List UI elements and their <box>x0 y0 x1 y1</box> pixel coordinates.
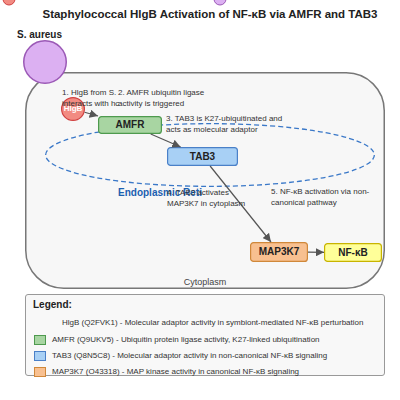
node-label: NF-κB <box>324 243 382 262</box>
legend-label: MAP3K7 (O43318) - MAP kinase activity in… <box>52 366 382 378</box>
legend-row: TAB3 (Q8N5C8) - Molecular adaptor activi… <box>0 350 400 362</box>
decor-circle <box>3 0 15 5</box>
decor-circle <box>214 0 226 5</box>
output-box: NF-κB <box>324 243 382 262</box>
diagram-title: Staphylococcal HlgB Activation of NF-κB … <box>10 7 400 21</box>
legend-row: HlgB (Q2FVK1) - Molecular adaptor activi… <box>0 317 400 329</box>
legend-swatch <box>34 351 46 361</box>
protein-box: TAB3 <box>167 147 238 166</box>
step-label: 2. AMFR ubiquitin ligase activity is tri… <box>118 87 220 109</box>
shape-outline <box>325 244 382 262</box>
shape-outline <box>24 41 67 84</box>
legend-swatch <box>34 335 46 345</box>
node-label: S. aureus <box>17 29 87 41</box>
legend-swatch <box>34 367 46 377</box>
shape-outline <box>251 243 308 262</box>
protein-box: AMFR <box>98 116 162 134</box>
bacterium-circle: S. aureus <box>23 40 67 84</box>
legend-row: MAP3K7 (O43318) - MAP kinase activity in… <box>0 366 400 378</box>
legend-label: AMFR (Q9UKV5) - Ubiquitin protein ligase… <box>52 334 382 346</box>
step-label: 5. NF-κB activation via non-canonical pa… <box>271 186 371 208</box>
node-label: Cytoplasm <box>25 277 385 288</box>
protein-box: MAP3K7 <box>250 242 308 262</box>
legend-label: TAB3 (Q8N5C8) - Molecular adaptor activi… <box>52 350 382 362</box>
node-label: AMFR <box>98 116 162 134</box>
shape-outline <box>26 73 385 289</box>
shape-outline <box>99 117 162 134</box>
step-label: 4. TAB3 activates MAP3K7 in cytoplasm <box>167 187 251 209</box>
legend-label: HlgB (Q2FVK1) - Molecular adaptor activi… <box>62 317 392 329</box>
node-outline <box>23 40 67 84</box>
node-label: MAP3K7 <box>250 242 308 262</box>
legend-row: AMFR (Q9UKV5) - Ubiquitin protein ligase… <box>0 334 400 346</box>
shape-outline <box>168 148 238 166</box>
step-label: 1. HlgB from S. interacts with hc <box>62 87 126 109</box>
step-label: 3. TAB3 is K27-ubiquitinated and acts as… <box>166 113 286 135</box>
node-label: TAB3 <box>167 147 238 166</box>
legend-heading: Legend: <box>33 299 113 310</box>
